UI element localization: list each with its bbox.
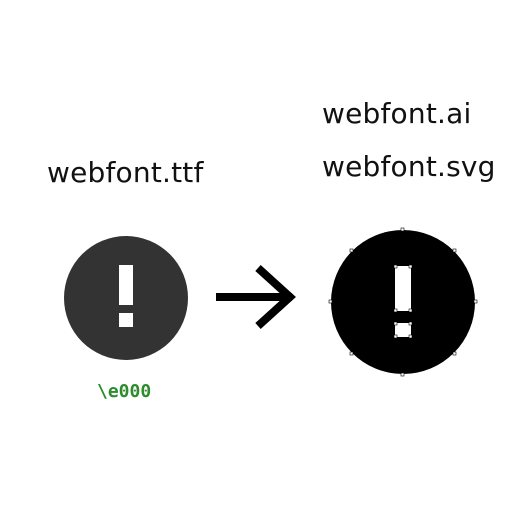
arrow-head [255,265,296,329]
anchor-point [393,321,398,326]
arrow-right-icon [216,265,296,329]
anchor-point [349,248,354,253]
svg-filename-label: webfont.svg [322,150,496,183]
anchor-point [393,308,398,313]
anchor-point [452,351,457,356]
ttf-icon-dot [119,313,133,327]
anchor-point [408,264,413,269]
svg-icon-dot [395,323,411,337]
anchor-point [473,299,478,304]
anchor-point [408,334,413,339]
anchor-points [328,227,478,377]
ttf-filename-label: webfont.ttf [47,156,204,189]
exclamation-circle-icon [64,236,188,360]
anchor-point [408,321,413,326]
ttf-icon-bar [119,265,133,305]
anchor-point [452,248,457,253]
exclamation-circle-icon [328,227,478,377]
glyph-code-label: \e000 [97,381,152,402]
anchor-point [349,351,354,356]
anchor-point [400,227,405,232]
anchor-point [328,299,333,304]
anchor-point [393,334,398,339]
anchor-point [400,372,405,377]
ai-filename-label: webfont.ai [322,97,472,130]
anchor-point [408,308,413,313]
svg-icon-bar [395,266,411,311]
anchor-point [393,264,398,269]
